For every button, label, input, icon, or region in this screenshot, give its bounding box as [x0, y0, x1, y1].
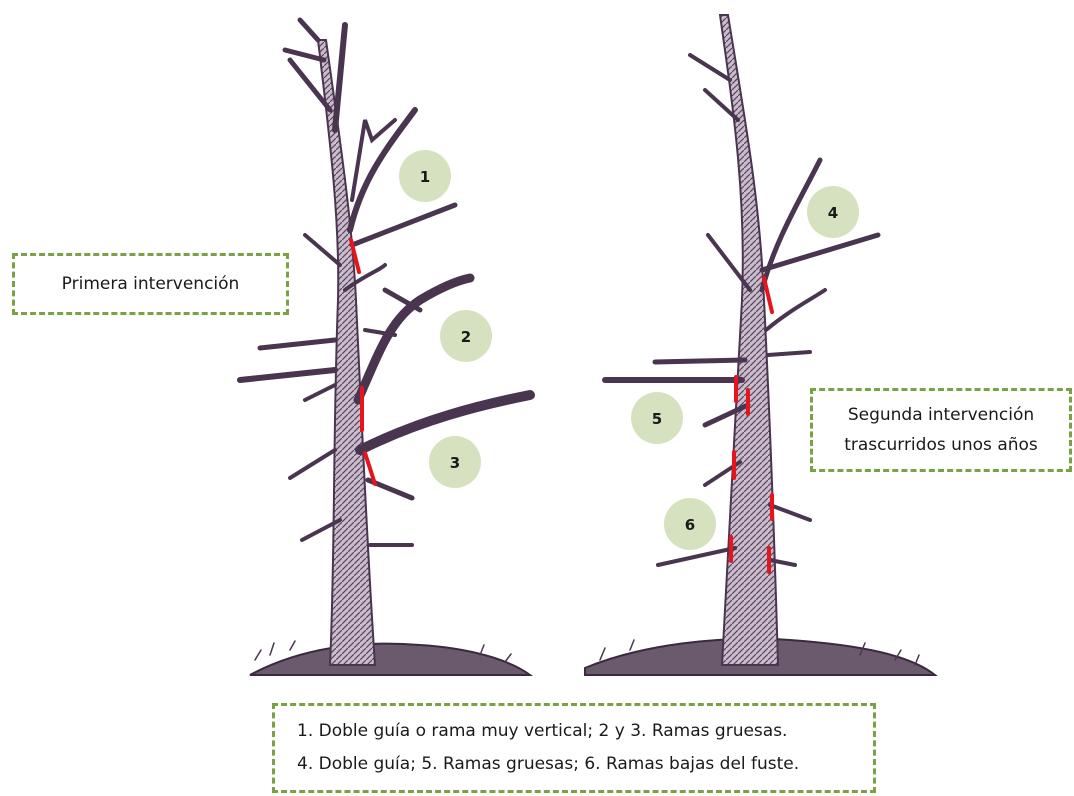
svg-text:3: 3: [450, 454, 460, 472]
segunda-intervencion-label-line2: trascurridos unos años: [844, 430, 1038, 460]
legend-line-2: 4. Doble guía; 5. Ramas gruesas; 6. Rama…: [297, 748, 873, 781]
primera-intervencion-box: Primera intervención: [12, 253, 289, 315]
svg-text:1: 1: [420, 168, 430, 186]
marker-3: 3: [429, 436, 481, 488]
svg-text:2: 2: [461, 328, 471, 346]
legend-line-1: 1. Doble guía o rama muy vertical; 2 y 3…: [297, 715, 873, 748]
svg-text:4: 4: [828, 204, 838, 222]
svg-text:6: 6: [685, 516, 695, 534]
left-ground: [250, 644, 530, 675]
marker-4: 4: [807, 186, 859, 238]
marker-5: 5: [631, 392, 683, 444]
legend-box: 1. Doble guía o rama muy vertical; 2 y 3…: [272, 703, 876, 793]
left-trunk: [318, 40, 375, 665]
primera-intervencion-label: Primera intervención: [62, 274, 240, 294]
segunda-intervencion-label-line1: Segunda intervención: [848, 400, 1034, 430]
marker-1: 1: [399, 150, 451, 202]
marker-6: 6: [664, 498, 716, 550]
marker-2: 2: [440, 310, 492, 362]
svg-text:5: 5: [652, 410, 662, 428]
segunda-intervencion-box: Segunda intervención trascurridos unos a…: [810, 388, 1072, 472]
right-tree: [585, 15, 935, 675]
